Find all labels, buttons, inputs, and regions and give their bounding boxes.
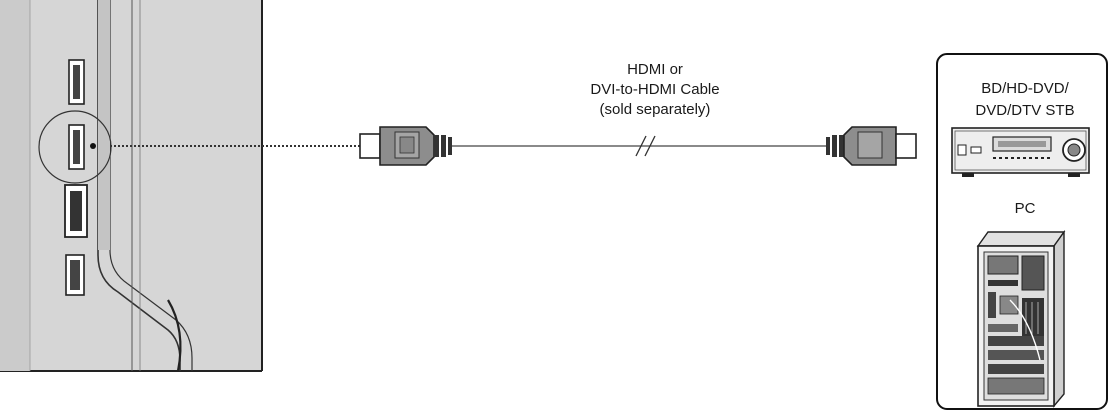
- port-indicator-dot: [90, 143, 96, 149]
- bd-player-label-line1: BD/HD-DVD/: [981, 80, 1069, 97]
- hdmi-port-3: [65, 254, 85, 296]
- pc-tower-icon: [976, 229, 1066, 408]
- hdmi-connector-right: [826, 126, 917, 166]
- hdmi-port-1: [68, 59, 85, 105]
- pc-label: PC: [1014, 200, 1036, 217]
- bd-dvd-player-icon: [951, 127, 1090, 177]
- hdmi-port-2: [68, 124, 85, 170]
- cable-label-line1: HDMI or: [627, 61, 683, 78]
- cable-label-line3: (sold separately): [599, 101, 711, 118]
- cable-label: HDMI or DVI-to-HDMI Cable (sold separate…: [525, 60, 785, 120]
- hdmi-connector-left: [359, 126, 452, 166]
- cable-break-mark: [635, 135, 656, 157]
- tv-rear-panel: [0, 0, 263, 372]
- bd-player-label: BD/HD-DVD/ DVD/DTV STB: [940, 78, 1109, 122]
- bd-player-label-line2: DVD/DTV STB: [975, 102, 1075, 119]
- displayport-port: [64, 184, 88, 238]
- cable-label-line2: DVI-to-HDMI Cable: [590, 81, 720, 98]
